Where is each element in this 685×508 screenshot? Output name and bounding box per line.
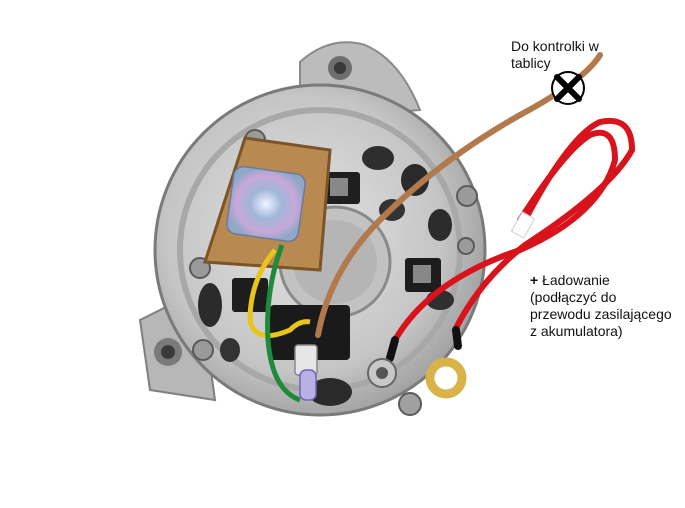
regulator-plate bbox=[202, 136, 332, 272]
charging-note-line2: przewodu zasilającego bbox=[530, 306, 672, 322]
cross-circle-icon bbox=[551, 71, 585, 105]
charging-label: + Ładowanie (podłączyć do przewodu zasil… bbox=[530, 272, 685, 340]
red-wire bbox=[386, 117, 636, 362]
charging-note-line1: (podłączyć do bbox=[530, 289, 617, 305]
terminal-blocks bbox=[232, 172, 441, 360]
ring-terminals bbox=[367, 357, 467, 399]
charging-plus-sign: + bbox=[530, 272, 539, 288]
charging-note-line3: z akumulatora) bbox=[530, 323, 623, 339]
connector bbox=[294, 344, 318, 401]
yellow-wire bbox=[247, 248, 311, 339]
warning-lamp-label: Do kontrolki w tablicy bbox=[511, 38, 599, 71]
green-wire bbox=[265, 244, 301, 403]
charging-title-line: + Ładowanie bbox=[530, 272, 685, 289]
charging-title: Ładowanie bbox=[542, 272, 610, 288]
